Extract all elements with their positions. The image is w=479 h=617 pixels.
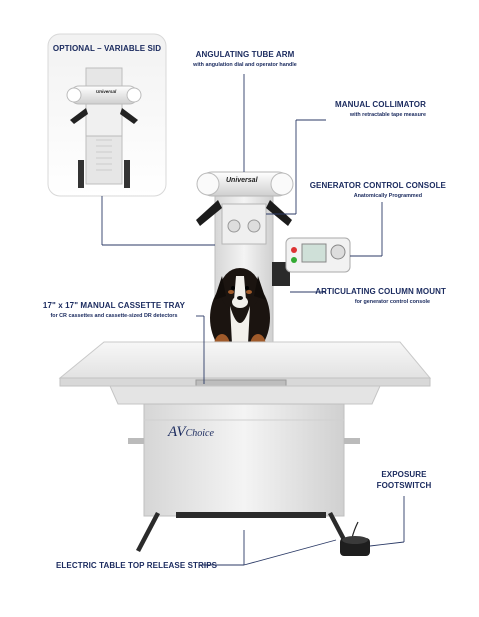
console-button-green — [291, 257, 297, 263]
column-mount-subtitle: for generator control console — [354, 299, 430, 305]
table-underframe — [109, 385, 381, 405]
tube-arm-title: ANGULATING TUBE ARM — [195, 50, 295, 59]
footswitch-title-line1: EXPOSURE — [381, 470, 427, 479]
tube-brand-label: Universal — [226, 177, 258, 184]
collimator-subtitle: with retractable tape measure — [349, 112, 426, 118]
sid-title: OPTIONAL – VARIABLE SID — [52, 44, 162, 53]
base-cabinet — [143, 403, 345, 517]
inset-left-foot — [78, 160, 84, 188]
table-top — [58, 341, 432, 379]
console-subtitle: Anatomically Programmed — [353, 193, 422, 199]
right-operator-handle — [266, 200, 292, 226]
left-operator-handle — [196, 200, 222, 226]
brand-prefix: AV — [168, 424, 186, 440]
cassette-tray-title: 17" x 17" MANUAL CASSETTE TRAY — [42, 301, 186, 310]
inset-right-foot — [124, 160, 130, 188]
footswitch-title-line2: FOOTSWITCH — [376, 481, 432, 490]
collimator-title: MANUAL COLLIMATOR — [334, 100, 426, 109]
inset-right-handle — [120, 108, 138, 124]
console-title: GENERATOR CONTROL CONSOLE — [309, 181, 446, 190]
base-rail — [176, 512, 326, 518]
inset-tube-brand-label: Universal — [96, 89, 117, 94]
inset-collimator — [85, 103, 123, 137]
console-button-red — [291, 247, 297, 253]
dog-illustration — [210, 268, 270, 360]
callout-lines — [101, 74, 405, 566]
inset-left-handle — [70, 108, 88, 124]
column-mount-title: ARTICULATING COLUMN MOUNT — [315, 287, 446, 296]
release-strips-title: ELECTRIC TABLE TOP RELEASE STRIPS — [56, 561, 218, 570]
console-dial — [330, 244, 346, 260]
inset-scale — [96, 139, 112, 171]
product-brand-logo: AVChoice — [168, 423, 214, 441]
column-mount-arm — [272, 262, 290, 286]
left-leg — [136, 512, 160, 552]
brand-suffix: Choice — [185, 428, 214, 439]
exposure-footswitch — [340, 521, 370, 556]
console-screen — [301, 243, 327, 263]
tube-arm-subtitle: with angulation dial and operator handle — [193, 62, 297, 68]
cassette-tray-subtitle: for CR cassettes and cassette-sized DR d… — [50, 313, 178, 319]
